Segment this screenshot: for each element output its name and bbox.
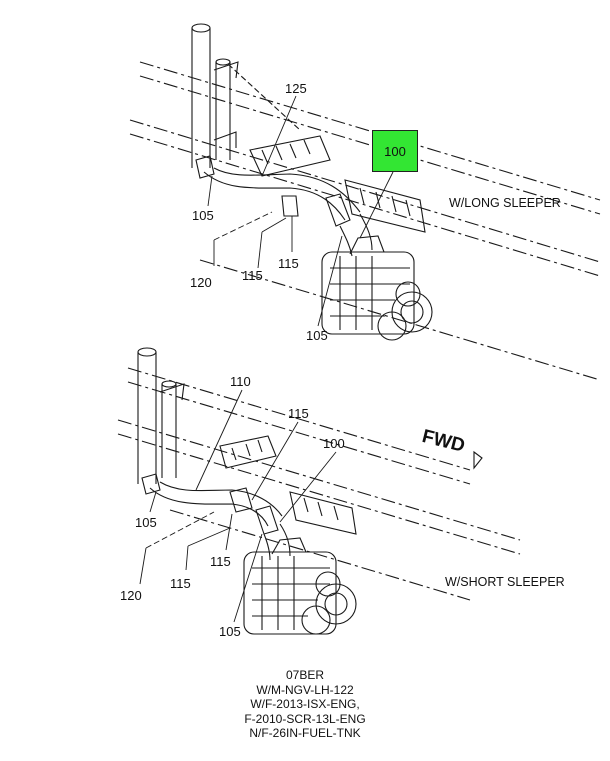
callout-115-top-a: 115	[242, 268, 263, 283]
footer-notes: 07BER W/M-NGV-LH-122 W/F-2013-ISX-ENG, F…	[200, 668, 410, 741]
footer-line: F-2010-SCR-13L-ENG	[244, 711, 366, 726]
callout-100-highlight[interactable]: 100	[372, 130, 418, 172]
callout-125: 125	[285, 81, 307, 96]
bottom-assembly-drawing	[117, 347, 521, 635]
callout-115-top-b: 115	[278, 256, 299, 271]
callout-105-bottom-left: 105	[135, 515, 157, 530]
top-assembly-drawing	[129, 23, 601, 381]
footer-line: W/F-2013-ISX-ENG,	[250, 697, 360, 711]
callout-115-bottom-mid: 115	[210, 554, 231, 569]
caption-long-sleeper: W/LONG SLEEPER	[449, 196, 561, 210]
caption-short-sleeper: W/SHORT SLEEPER	[445, 575, 565, 589]
callout-100-bottom: 100	[323, 436, 345, 451]
callout-120-bottom: 120	[120, 588, 142, 603]
footer-line: W/M-NGV-LH-122	[256, 682, 354, 697]
callout-105-top-bottom: 105	[306, 328, 328, 343]
fwd-arrow-icon	[473, 450, 483, 470]
callout-105-bottom-bottom: 105	[219, 624, 241, 639]
callout-110: 110	[230, 374, 251, 389]
callout-105-top-left: 105	[192, 208, 214, 223]
callout-115-bottom-top: 115	[288, 406, 309, 421]
callout-120-top: 120	[190, 275, 212, 290]
callout-115-bottom-low: 115	[170, 576, 191, 591]
footer-line: 07BER	[285, 668, 325, 682]
footer-line: N/F-26IN-FUEL-TNK	[249, 726, 361, 740]
